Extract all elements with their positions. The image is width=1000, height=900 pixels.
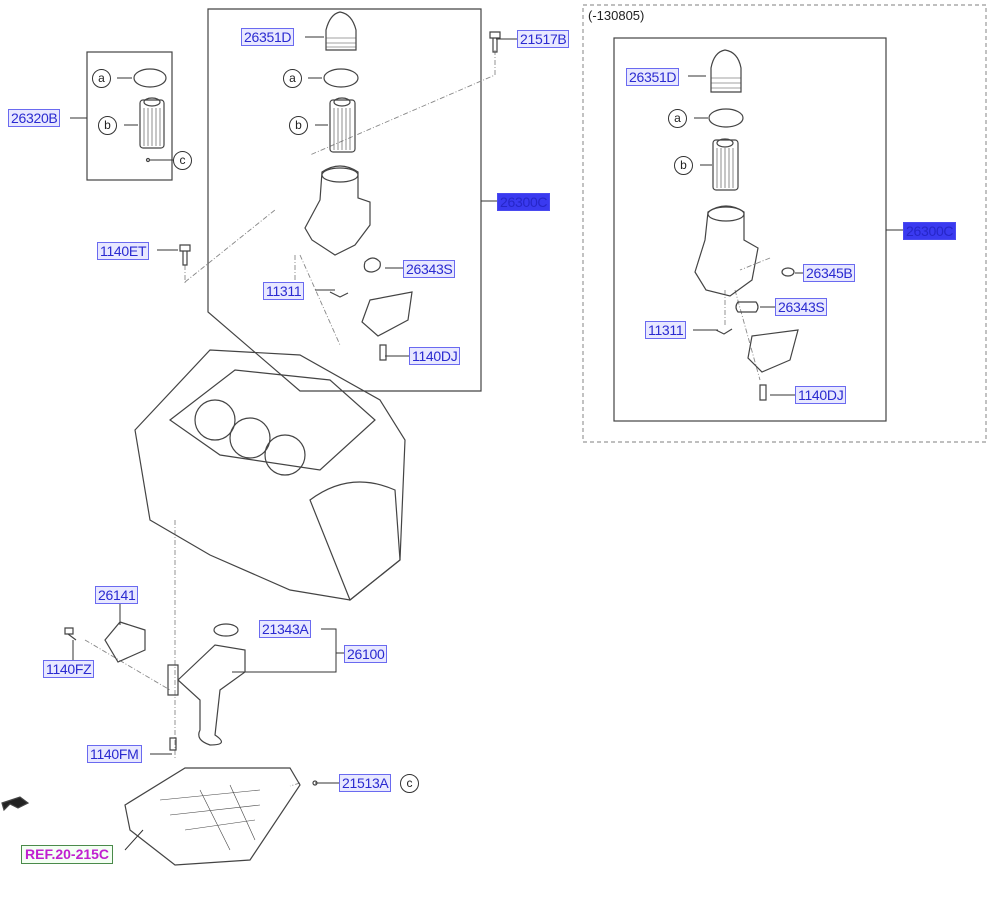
part-label-bolt-cover[interactable]: 1140FZ	[43, 660, 95, 678]
part-label-filter-kit[interactable]: 26320B	[8, 109, 61, 127]
filter-kit-box	[86, 51, 173, 181]
housing-drawing	[304, 165, 371, 256]
callout-a: a	[92, 69, 111, 88]
part-label-housing-assy-selected[interactable]: 26300C	[497, 193, 551, 211]
housing-assy-box	[207, 8, 482, 392]
callout-a: a	[283, 69, 302, 88]
part-label-bolt-bottom[interactable]: 1140DJ	[409, 347, 461, 365]
cap-drawing	[325, 11, 357, 51]
callout-c: c	[173, 151, 192, 170]
part-label-bolt-top[interactable]: 21517B	[517, 30, 570, 48]
callout-b: b	[289, 116, 308, 135]
callout-b: b	[98, 116, 117, 135]
ref-link-oil-pan[interactable]: REF.20-215C	[21, 845, 114, 864]
part-label-gasket[interactable]: 26343S	[403, 260, 456, 278]
date-note: (-130805)	[588, 8, 645, 23]
front-arrow-icon	[1, 796, 30, 812]
part-label-drain-plug[interactable]: 21513A	[339, 774, 392, 792]
part-label-oring[interactable]: 21343A	[259, 620, 312, 638]
part-label-dowel[interactable]: 11311	[263, 282, 305, 300]
part-label-cap[interactable]: 26351D	[241, 28, 295, 46]
part-label-bolt-pump[interactable]: 1140FM	[87, 745, 142, 763]
callout-b: b	[674, 156, 693, 175]
engine-block-drawing	[134, 349, 406, 601]
part-label-bolt-left[interactable]: 1140ET	[97, 242, 150, 260]
callout-c: c	[400, 774, 419, 793]
oil-pan-drawing	[124, 767, 301, 866]
variant-label-bolt-bottom[interactable]: 1140DJ	[795, 386, 847, 404]
variant-assy-box	[613, 37, 887, 422]
variant-label-oring[interactable]: 26345B	[803, 264, 856, 282]
variant-label-cap[interactable]: 26351D	[626, 68, 680, 86]
variant-label-gasket[interactable]: 26343S	[775, 298, 828, 316]
part-label-pump-assy[interactable]: 26100	[344, 645, 388, 663]
variant-label-dowel[interactable]: 11311	[645, 321, 687, 339]
variant-label-housing-assy-selected[interactable]: 26300C	[903, 222, 957, 240]
callout-a: a	[668, 109, 687, 128]
part-label-cover[interactable]: 26141	[95, 586, 139, 604]
